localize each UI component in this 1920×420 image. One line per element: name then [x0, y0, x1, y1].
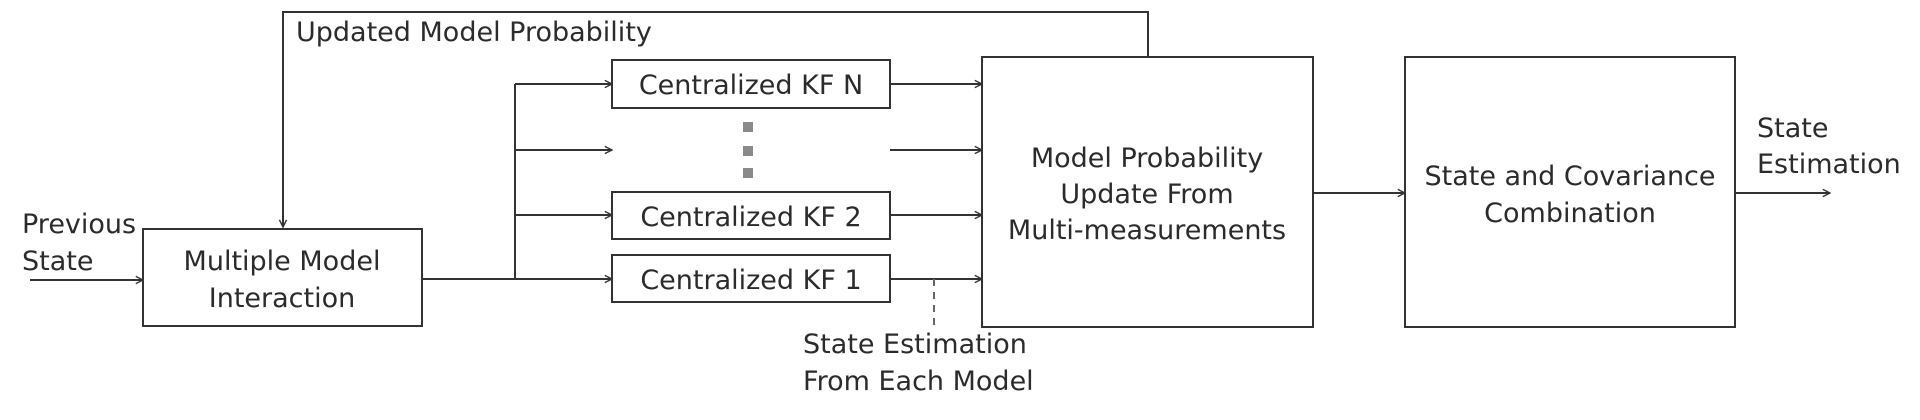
combination-block-line1: State and Covariance: [1424, 161, 1715, 192]
kf-2-block: [611, 191, 891, 240]
probability-block: [981, 56, 1314, 328]
kf-1-label: Centralized KF 1: [640, 265, 861, 296]
interaction-block-line1: Multiple Model: [184, 246, 381, 277]
interaction-block-line2: Interaction: [209, 283, 355, 314]
output-label-line1: State: [1757, 113, 1828, 144]
probability-block-line1: Model Probability: [1031, 143, 1263, 174]
kf-n-label: Centralized KF N: [639, 70, 863, 101]
interaction-block: [142, 228, 423, 327]
feedback-arrow: [283, 11, 1149, 227]
feedback-label: Updated Model Probability: [296, 17, 652, 48]
input-label-line2: State: [22, 246, 93, 277]
combination-block-line2: Combination: [1484, 198, 1656, 229]
per-model-label-line1: State Estimation: [803, 329, 1027, 360]
per-model-label-line2: From Each Model: [803, 366, 1034, 397]
output-label-line2: Estimation: [1757, 149, 1901, 180]
probability-block-line3: Multi-measurements: [1008, 215, 1286, 246]
kf-1-block: [611, 254, 891, 303]
probability-block-line2: Update From: [1060, 179, 1233, 210]
input-label-line1: Previous: [22, 209, 136, 240]
combination-block: [1404, 56, 1736, 328]
kf-2-label: Centralized KF 2: [640, 202, 861, 233]
kf-n-block: [611, 59, 891, 109]
more-filters-ellipsis: [743, 122, 753, 178]
